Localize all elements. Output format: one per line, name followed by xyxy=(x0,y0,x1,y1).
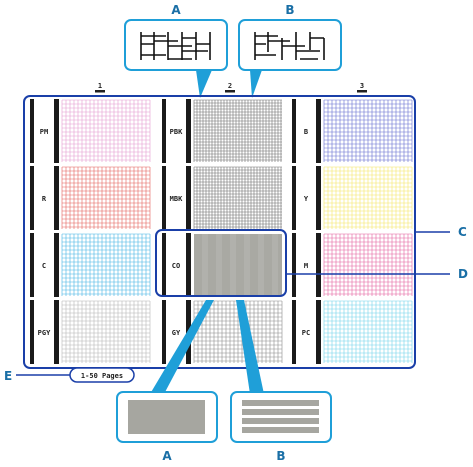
column-marker-1 xyxy=(95,90,105,93)
callout-label-e: E xyxy=(4,369,12,383)
pattern-code-label: B xyxy=(304,128,308,136)
callout-box-bottom-b xyxy=(230,391,332,443)
pattern-code-label: Y xyxy=(304,195,309,203)
grid-pattern xyxy=(193,166,282,229)
pattern-code-label: MBK xyxy=(170,195,183,203)
separator-bar xyxy=(292,166,296,230)
pattern-cell-pgy: PGY xyxy=(30,300,151,364)
highlight-box-d xyxy=(155,229,287,297)
grid-pattern xyxy=(61,99,151,162)
solid-pattern xyxy=(194,234,282,296)
pattern-code-label: CO xyxy=(172,262,180,270)
separator-bar xyxy=(162,99,166,163)
callout-label-d: D xyxy=(458,267,468,281)
grid-pattern xyxy=(61,166,151,229)
separator-bar xyxy=(162,300,166,364)
zoom-solid-b xyxy=(242,400,319,433)
callout-label-top-a: A xyxy=(171,3,181,17)
pattern-cell-pm: PM xyxy=(30,99,151,163)
zoom-pattern-a xyxy=(140,32,211,60)
callout-label-bottom-b: B xyxy=(276,449,285,463)
pattern-code-label: PBK xyxy=(170,128,183,136)
pattern-code-label: R xyxy=(42,195,47,203)
callout-pointer-bottom-b xyxy=(236,300,264,394)
separator-bar xyxy=(30,233,34,297)
separator-bar xyxy=(186,233,191,297)
callout-pointer-top-a xyxy=(196,70,212,98)
column-marker-2 xyxy=(225,90,235,93)
separator-bar xyxy=(54,300,59,364)
column-number-3: 3 xyxy=(360,82,364,90)
pattern-cell-r: R xyxy=(30,166,151,230)
separator-bar xyxy=(316,233,321,297)
pattern-cell-m: M xyxy=(292,233,413,297)
solid-band xyxy=(258,234,264,296)
grid-background xyxy=(194,100,282,162)
separator-bar xyxy=(316,300,321,364)
separator-bar xyxy=(292,233,296,297)
grid-pattern xyxy=(61,233,151,296)
separator-bar xyxy=(162,233,166,297)
separator-bar xyxy=(54,166,59,230)
separator-bar xyxy=(54,99,59,163)
separator-bar xyxy=(30,99,34,163)
pattern-cell-b: B xyxy=(292,99,413,163)
separator-bar xyxy=(162,166,166,230)
grid-pattern xyxy=(61,300,151,363)
pages-label: 1-50 Pages xyxy=(81,372,123,380)
grid-pattern xyxy=(323,300,413,363)
callout-label-bottom-a: A xyxy=(162,449,172,463)
callout-box-top-a xyxy=(124,19,228,71)
column-numbers: 1 2 3 xyxy=(95,82,367,93)
column-number-2: 2 xyxy=(228,82,232,90)
column-number-1: 1 xyxy=(98,82,102,90)
grid-pattern xyxy=(323,99,413,162)
pattern-cell-co: CO xyxy=(162,233,282,297)
separator-bar xyxy=(186,99,191,163)
pattern-code-label: M xyxy=(304,262,308,270)
callout-label-c: C xyxy=(458,225,467,239)
callout-pointer-bottom-a xyxy=(150,300,214,394)
zoom-solid-a xyxy=(128,400,205,434)
grid-pattern xyxy=(323,233,413,296)
pattern-cell-y: Y xyxy=(292,166,413,230)
separator-bar xyxy=(316,99,321,163)
grid-pattern xyxy=(193,99,282,162)
separator-bar xyxy=(30,166,34,230)
pattern-cell-pc: PC xyxy=(292,300,413,364)
pattern-code-label: PC xyxy=(302,329,310,337)
pattern-code-label: PGY xyxy=(38,329,51,337)
pattern-code-label: PM xyxy=(40,128,48,136)
separator-bar xyxy=(30,300,34,364)
pattern-code-label: GY xyxy=(172,329,181,337)
solid-band xyxy=(202,234,208,296)
separator-bar xyxy=(292,99,296,163)
solid-band xyxy=(272,234,278,296)
solid-band xyxy=(244,234,250,296)
grid-background xyxy=(194,167,282,229)
pattern-cells: PM PBK B R MBK Y C CO M PGY GY PC xyxy=(30,99,413,364)
pattern-cell-pbk: PBK xyxy=(162,99,282,163)
pattern-cell-mbk: MBK xyxy=(162,166,282,230)
separator-bar xyxy=(316,166,321,230)
solid-band xyxy=(216,234,222,296)
callout-label-top-b: B xyxy=(285,3,294,17)
grid-pattern xyxy=(323,166,413,229)
column-marker-3 xyxy=(357,90,367,93)
separator-bar xyxy=(292,300,296,364)
pattern-cell-c: C xyxy=(30,233,151,297)
pattern-code-label: C xyxy=(42,262,46,270)
zoom-pattern-b xyxy=(254,32,325,60)
separator-bar xyxy=(186,166,191,230)
callout-pointer-top-b xyxy=(250,70,262,98)
solid-band xyxy=(230,234,236,296)
separator-bar xyxy=(54,233,59,297)
callout-box-top-b xyxy=(238,19,342,71)
